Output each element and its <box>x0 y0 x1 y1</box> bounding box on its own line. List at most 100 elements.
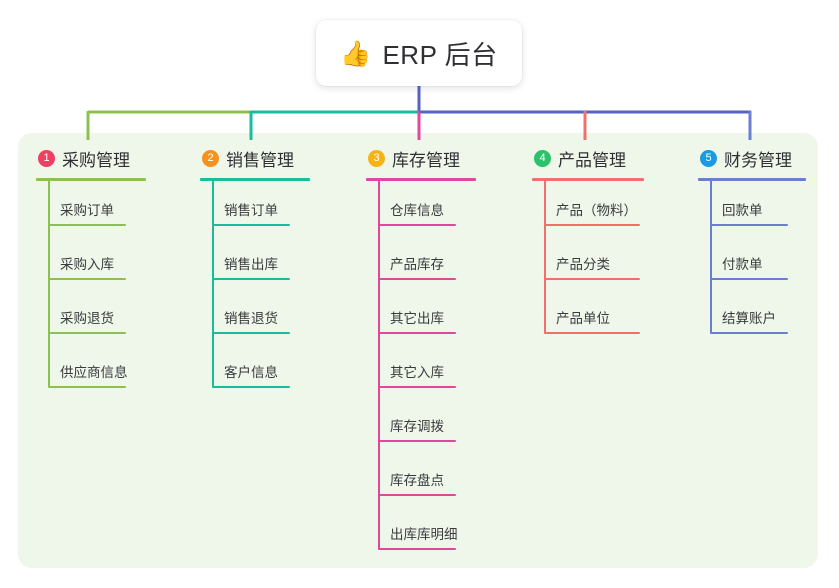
root-node[interactable]: 👍 ERP 后台 <box>316 20 522 86</box>
branch-spine <box>544 181 546 333</box>
branch-item[interactable]: 销售退货 <box>200 307 290 334</box>
thumbs-up-icon: 👍 <box>340 38 372 68</box>
branch-item-rule <box>212 278 290 280</box>
branch-item-rule <box>544 332 640 334</box>
branch-item[interactable]: 库存盘点 <box>366 469 456 496</box>
branch-item-label: 库存调拨 <box>390 419 444 434</box>
branch-title: 财务管理 <box>724 151 792 170</box>
branch-item-label: 产品库存 <box>390 257 444 272</box>
branch-item[interactable]: 客户信息 <box>200 361 290 388</box>
branch-title: 采购管理 <box>62 151 130 170</box>
branch-items: 仓库信息产品库存其它出库其它入库库存调拨库存盘点出库库明细 <box>366 181 476 550</box>
branch-item-rule <box>378 440 456 442</box>
branch-item-rule <box>710 332 788 334</box>
branch-item-label: 销售出库 <box>224 257 278 272</box>
branch-item[interactable]: 供应商信息 <box>36 361 128 388</box>
branch-item-label: 产品分类 <box>556 257 610 272</box>
branch-item[interactable]: 产品库存 <box>366 253 456 280</box>
branch-items: 回款单付款单结算账户 <box>698 181 806 334</box>
branch-header-rule <box>200 178 310 181</box>
branch-badge-4: 4 <box>534 150 551 167</box>
branch-item[interactable]: 产品（物料） <box>532 199 640 226</box>
branch-item[interactable]: 回款单 <box>698 199 788 226</box>
branch-item-label: 出库库明细 <box>390 527 458 542</box>
branch-header-rule <box>698 178 806 181</box>
branch-item[interactable]: 采购退货 <box>36 307 126 334</box>
branch-item-label: 销售退货 <box>224 311 278 326</box>
branch-spine <box>48 181 50 387</box>
branch-items: 产品（物料） 产品分类产品单位 <box>532 181 644 334</box>
branch-item-label: 库存盘点 <box>390 473 444 488</box>
branch-header-rule <box>36 178 146 181</box>
branch-item[interactable]: 其它出库 <box>366 307 456 334</box>
branch-header-rule <box>366 178 476 181</box>
branch-item[interactable]: 结算账户 <box>698 307 788 334</box>
branch-item-label: 产品（物料） <box>556 203 637 218</box>
branch-item-rule <box>378 386 456 388</box>
branch-title: 库存管理 <box>392 151 460 170</box>
branch-items: 销售订单销售出库销售退货客户信息 <box>200 181 310 388</box>
branch-item-rule <box>48 224 126 226</box>
branch-item-label: 其它出库 <box>390 311 444 326</box>
branch-item[interactable]: 其它入库 <box>366 361 456 388</box>
branch-item-label: 仓库信息 <box>390 203 444 218</box>
branch-item-rule <box>212 332 290 334</box>
branch-item[interactable]: 采购入库 <box>36 253 126 280</box>
branch-header-4[interactable]: 4 产品管理 <box>532 145 644 172</box>
branch-item[interactable]: 销售出库 <box>200 253 290 280</box>
branch-column-2: 2 销售管理销售订单销售出库销售退货客户信息 <box>200 145 310 388</box>
branch-item[interactable]: 销售订单 <box>200 199 290 226</box>
branch-item-rule <box>212 386 290 388</box>
branch-item-label: 采购订单 <box>60 203 114 218</box>
branch-item-rule <box>48 332 126 334</box>
branch-title: 销售管理 <box>226 151 294 170</box>
branch-item-label: 采购入库 <box>60 257 114 272</box>
branch-title: 产品管理 <box>558 151 626 170</box>
branch-header-2[interactable]: 2 销售管理 <box>200 145 310 172</box>
branch-item[interactable]: 仓库信息 <box>366 199 456 226</box>
branch-item[interactable]: 付款单 <box>698 253 788 280</box>
branch-item-rule <box>544 224 640 226</box>
root-label: ERP 后台 <box>382 39 498 70</box>
branch-item-rule <box>378 224 456 226</box>
branch-item-label: 销售订单 <box>224 203 278 218</box>
branch-item-label: 付款单 <box>722 257 763 272</box>
branch-items: 采购订单采购入库采购退货供应商信息 <box>36 181 146 388</box>
branch-item-rule <box>378 332 456 334</box>
branch-item-label: 客户信息 <box>224 365 278 380</box>
branch-item[interactable]: 出库库明细 <box>366 523 458 550</box>
branch-item-label: 结算账户 <box>722 311 776 326</box>
branch-item-rule <box>48 278 126 280</box>
branch-item[interactable]: 产品单位 <box>532 307 640 334</box>
branch-item[interactable]: 采购订单 <box>36 199 126 226</box>
branch-column-4: 4 产品管理产品（物料） 产品分类产品单位 <box>532 145 644 334</box>
branch-item[interactable]: 库存调拨 <box>366 415 456 442</box>
branch-column-5: 5 财务管理回款单付款单结算账户 <box>698 145 806 334</box>
branch-badge-2: 2 <box>202 150 219 167</box>
branch-item-label: 产品单位 <box>556 311 610 326</box>
branch-header-5[interactable]: 5 财务管理 <box>698 145 806 172</box>
branch-item-rule <box>710 278 788 280</box>
branch-header-1[interactable]: 1 采购管理 <box>36 145 146 172</box>
branch-item-label: 其它入库 <box>390 365 444 380</box>
branch-spine <box>212 181 214 387</box>
branch-column-1: 1 采购管理采购订单采购入库采购退货供应商信息 <box>36 145 146 388</box>
branch-item-rule <box>378 548 456 550</box>
branch-item-label: 供应商信息 <box>60 365 128 380</box>
branch-item-label: 回款单 <box>722 203 763 218</box>
branch-item-label: 采购退货 <box>60 311 114 326</box>
branch-item[interactable]: 产品分类 <box>532 253 640 280</box>
branch-header-rule <box>532 178 644 181</box>
branch-item-rule <box>544 278 640 280</box>
branch-badge-1: 1 <box>38 150 55 167</box>
branch-badge-5: 5 <box>700 150 717 167</box>
branch-item-rule <box>378 278 456 280</box>
branch-item-rule <box>48 386 126 388</box>
branch-item-rule <box>710 224 788 226</box>
branch-item-rule <box>212 224 290 226</box>
branch-item-rule <box>378 494 456 496</box>
